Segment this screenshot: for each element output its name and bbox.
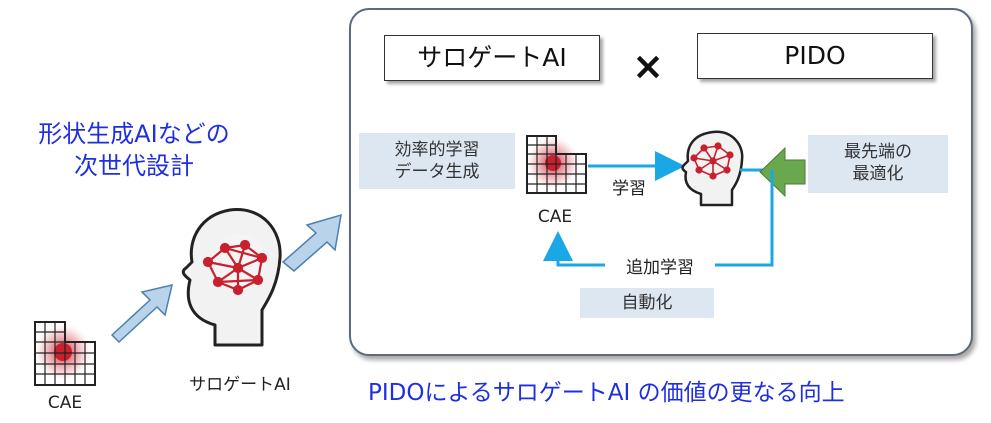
optimization-line-1: 最先端の bbox=[844, 142, 912, 162]
cae-to-ai-arrow bbox=[110, 283, 174, 344]
times-sign: × bbox=[632, 44, 664, 88]
left-surrogate-label: サロゲートAI bbox=[189, 375, 291, 395]
panel-cae-label: CAE bbox=[537, 207, 573, 227]
automation-box: 自動化 bbox=[580, 288, 714, 318]
panel-cae-grid-icon bbox=[525, 135, 587, 194]
efficient-line-2: データ生成 bbox=[394, 162, 480, 182]
left-cae-grid bbox=[33, 321, 96, 386]
optimization-box: 最先端の 最適化 bbox=[808, 135, 948, 193]
next-gen-design-heading: 形状生成AIなどの 次世代設計 bbox=[4, 118, 264, 182]
additional-learning-label: 追加学習 bbox=[605, 253, 715, 278]
additional-learning-loop bbox=[543, 170, 774, 267]
pido-title: PIDO bbox=[697, 33, 933, 79]
big-head-neural-net bbox=[202, 239, 268, 296]
learning-label: 学習 bbox=[612, 179, 646, 199]
optimization-green-arrow bbox=[759, 146, 806, 198]
left-cae-label: CAE bbox=[47, 393, 83, 413]
heading-line-1: 形状生成AIなどの bbox=[38, 120, 230, 148]
caption: PIDOによるサロゲートAI の価値の更なる向上 bbox=[368, 380, 845, 406]
small-head-neural-net bbox=[690, 142, 734, 180]
surrogate-ai-title: サロゲートAI bbox=[384, 35, 600, 81]
heading-line-2: 次世代設計 bbox=[74, 152, 194, 180]
optimization-line-2: 最適化 bbox=[852, 164, 904, 184]
ai-to-panel-arrow bbox=[281, 213, 342, 272]
efficient-line-1: 効率的学習 bbox=[394, 140, 480, 160]
efficient-data-generation-box: 効率的学習 データ生成 bbox=[359, 133, 515, 189]
